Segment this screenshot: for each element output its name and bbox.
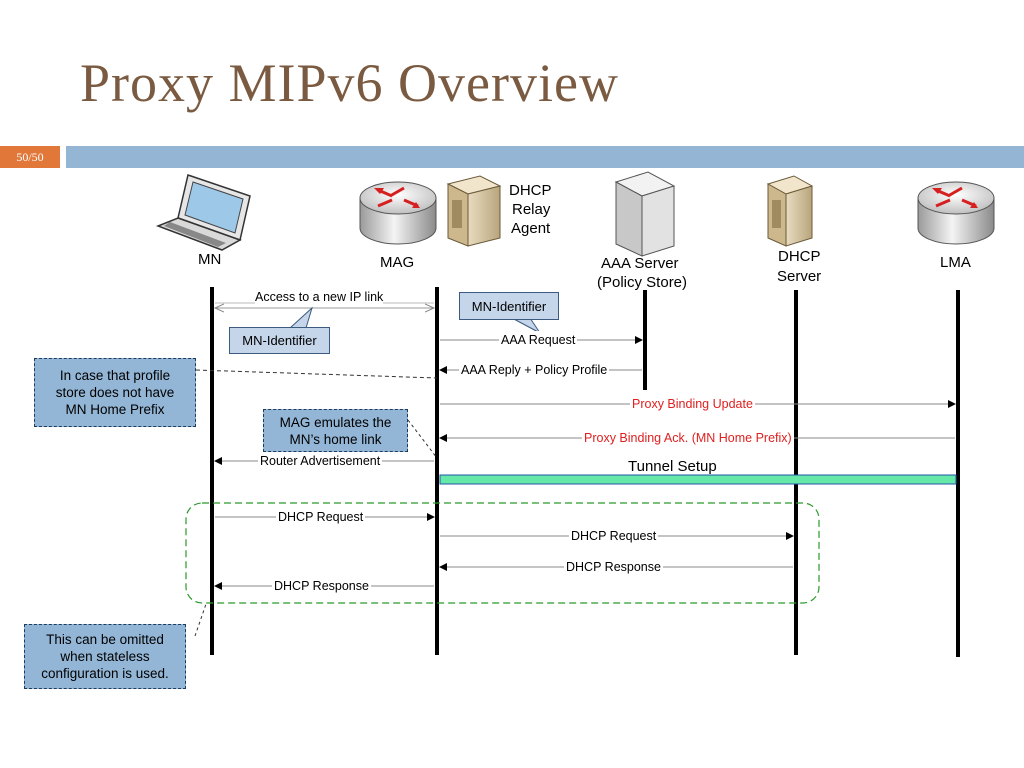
access-label: Access to a new IP link (255, 288, 384, 307)
mn-identifier-callout-left: MN-Identifier (229, 327, 330, 354)
mag-label: MAG (380, 254, 415, 271)
aaa-label-1: AAA Server (601, 255, 679, 272)
header-bar (66, 146, 1024, 168)
slide-number-badge: 50/50 (0, 146, 60, 168)
aaa-request-label: AAA Request (499, 331, 578, 350)
dhcp-request-2-label: DHCP Request (569, 527, 659, 546)
dhcp-server-icon (766, 175, 814, 247)
emulate-note: MAG emulates the MN’s home link (263, 409, 408, 452)
omit-note-line-3: configuration is used. (41, 666, 169, 681)
emulate-note-line-2: MN’s home link (289, 431, 382, 447)
profile-note: In case that profile store does not have… (34, 358, 196, 427)
dhcp-server-label-1: DHCP (778, 248, 821, 265)
profile-note-line-2: store does not have (55, 385, 175, 400)
mn-identifier-callout-right: MN-Identifier (459, 292, 559, 320)
dhcp-server-label-2: Server (777, 268, 822, 285)
omit-note-leader (194, 603, 207, 637)
laptop-icon (155, 174, 251, 251)
dhcp-relay-label-2: Relay (512, 201, 551, 218)
profile-note-line-3: MN Home Prefix (65, 402, 165, 417)
tunnel-label: Tunnel Setup (628, 458, 717, 475)
emulate-note-line-1: MAG emulates the (279, 414, 392, 430)
aaa-label-2: (Policy Store) (597, 274, 688, 291)
dhcp-relay-label-3: Agent (511, 220, 551, 237)
omit-note-line-2: when stateless (60, 649, 150, 664)
pbu-label: Proxy Binding Update (630, 395, 755, 414)
lma-router-icon (917, 181, 995, 245)
dhcp-request-1-label: DHCP Request (276, 508, 366, 527)
tunnel-bar (439, 474, 957, 485)
dhcp-exchange-group (185, 502, 820, 604)
dhcp-response-2-label: DHCP Response (564, 558, 663, 577)
router-adv-label: Router Advertisement (258, 452, 383, 471)
page-title: Proxy MIPv6 Overview (80, 53, 619, 113)
mn-id-left-tail (288, 306, 313, 329)
profile-note-line-1: In case that profile (59, 368, 171, 383)
lma-label: LMA (940, 254, 971, 271)
dhcp-relay-server-icon (446, 175, 502, 247)
mag-router-icon (359, 181, 437, 245)
mn-label: MN (198, 251, 222, 268)
dhcp-relay-label-1: DHCP (509, 182, 552, 199)
aaa-reply-label: AAA Reply + Policy Profile (459, 361, 610, 380)
pba-label: Proxy Binding Ack. (MN Home Prefix) (582, 429, 794, 448)
profile-note-leader (195, 369, 438, 379)
dhcp-response-1-label: DHCP Response (272, 577, 371, 596)
omit-note-line-1: This can be omitted (46, 632, 164, 647)
omit-note: This can be omitted when stateless confi… (24, 624, 186, 689)
emulate-note-leader (407, 419, 438, 459)
aaa-server-icon (614, 171, 676, 257)
